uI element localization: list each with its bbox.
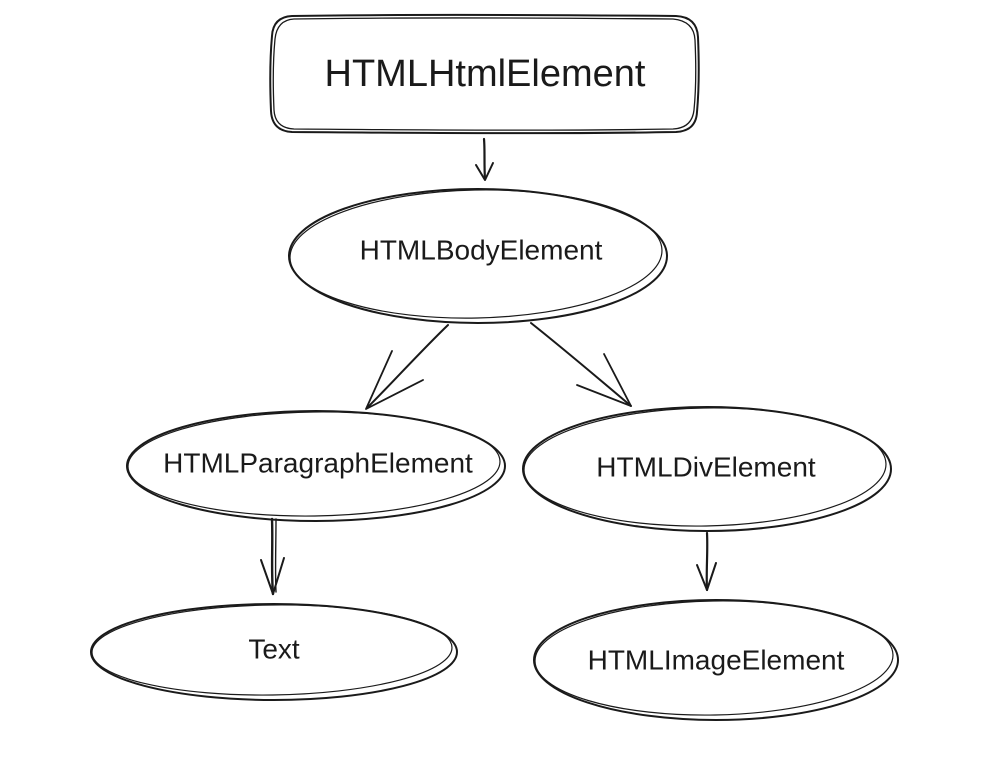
node-html-label: HTMLHtmlElement xyxy=(325,53,646,95)
edge-div-image xyxy=(696,531,717,592)
node-div: HTMLDivElement xyxy=(522,406,892,532)
edge-body-div xyxy=(530,322,632,407)
edge-html-body xyxy=(475,137,494,181)
node-html: HTMLHtmlElement xyxy=(269,13,700,135)
node-text-label: Text xyxy=(248,633,300,664)
node-text: Text xyxy=(90,603,458,701)
edge-paragraph-text xyxy=(260,517,285,596)
node-body-label: HTMLBodyElement xyxy=(360,234,603,265)
node-paragraph-label: HTMLParagraphElement xyxy=(163,447,473,478)
node-paragraph: HTMLParagraphElement xyxy=(126,410,506,522)
node-image: HTMLImageElement xyxy=(533,599,899,721)
node-div-label: HTMLDivElement xyxy=(596,451,816,482)
edge-body-paragraph xyxy=(365,324,449,410)
node-body: HTMLBodyElement xyxy=(288,188,668,324)
node-image-label: HTMLImageElement xyxy=(588,644,845,675)
